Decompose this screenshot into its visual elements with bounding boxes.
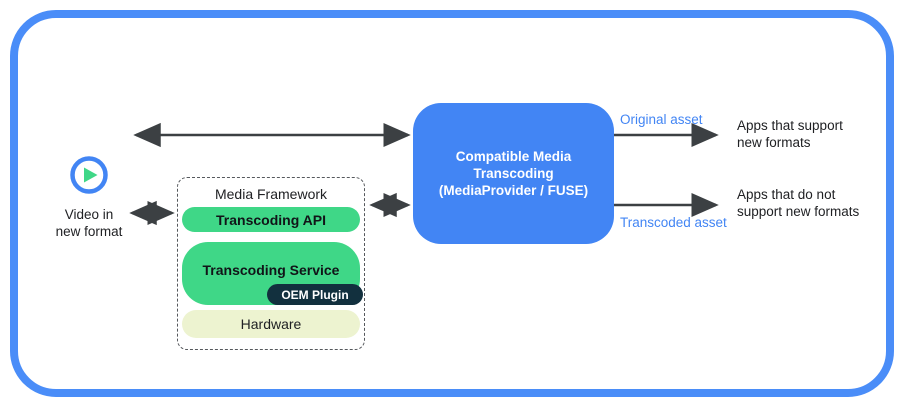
apps-support-new-formats-label: Apps that support new formats: [737, 118, 843, 150]
oem-plugin-badge: OEM Plugin: [267, 284, 363, 305]
compatible-media-transcoding-box: Compatible Media Transcoding (MediaProvi…: [413, 103, 614, 244]
media-framework-title: Media Framework: [214, 186, 328, 202]
transcoding-service-label: Transcoding Service: [202, 261, 340, 278]
diagram-border: [10, 10, 894, 397]
layer-transcoding-api: Transcoding API: [182, 207, 360, 232]
transcoded-asset-label: Transcoded asset: [620, 215, 727, 230]
original-asset-label: Original asset: [620, 112, 703, 127]
apps-not-support-new-formats-label: Apps that do not support new formats: [737, 187, 860, 219]
hardware-label: Hardware: [240, 316, 302, 332]
transcoding-api-label: Transcoding API: [216, 211, 326, 228]
play-icon: [69, 155, 109, 195]
layer-hardware: Hardware: [182, 310, 360, 338]
video-source-label: Video in new format: [55, 207, 123, 239]
media-framework-box: Media Framework Transcoding API Transcod…: [177, 177, 365, 350]
